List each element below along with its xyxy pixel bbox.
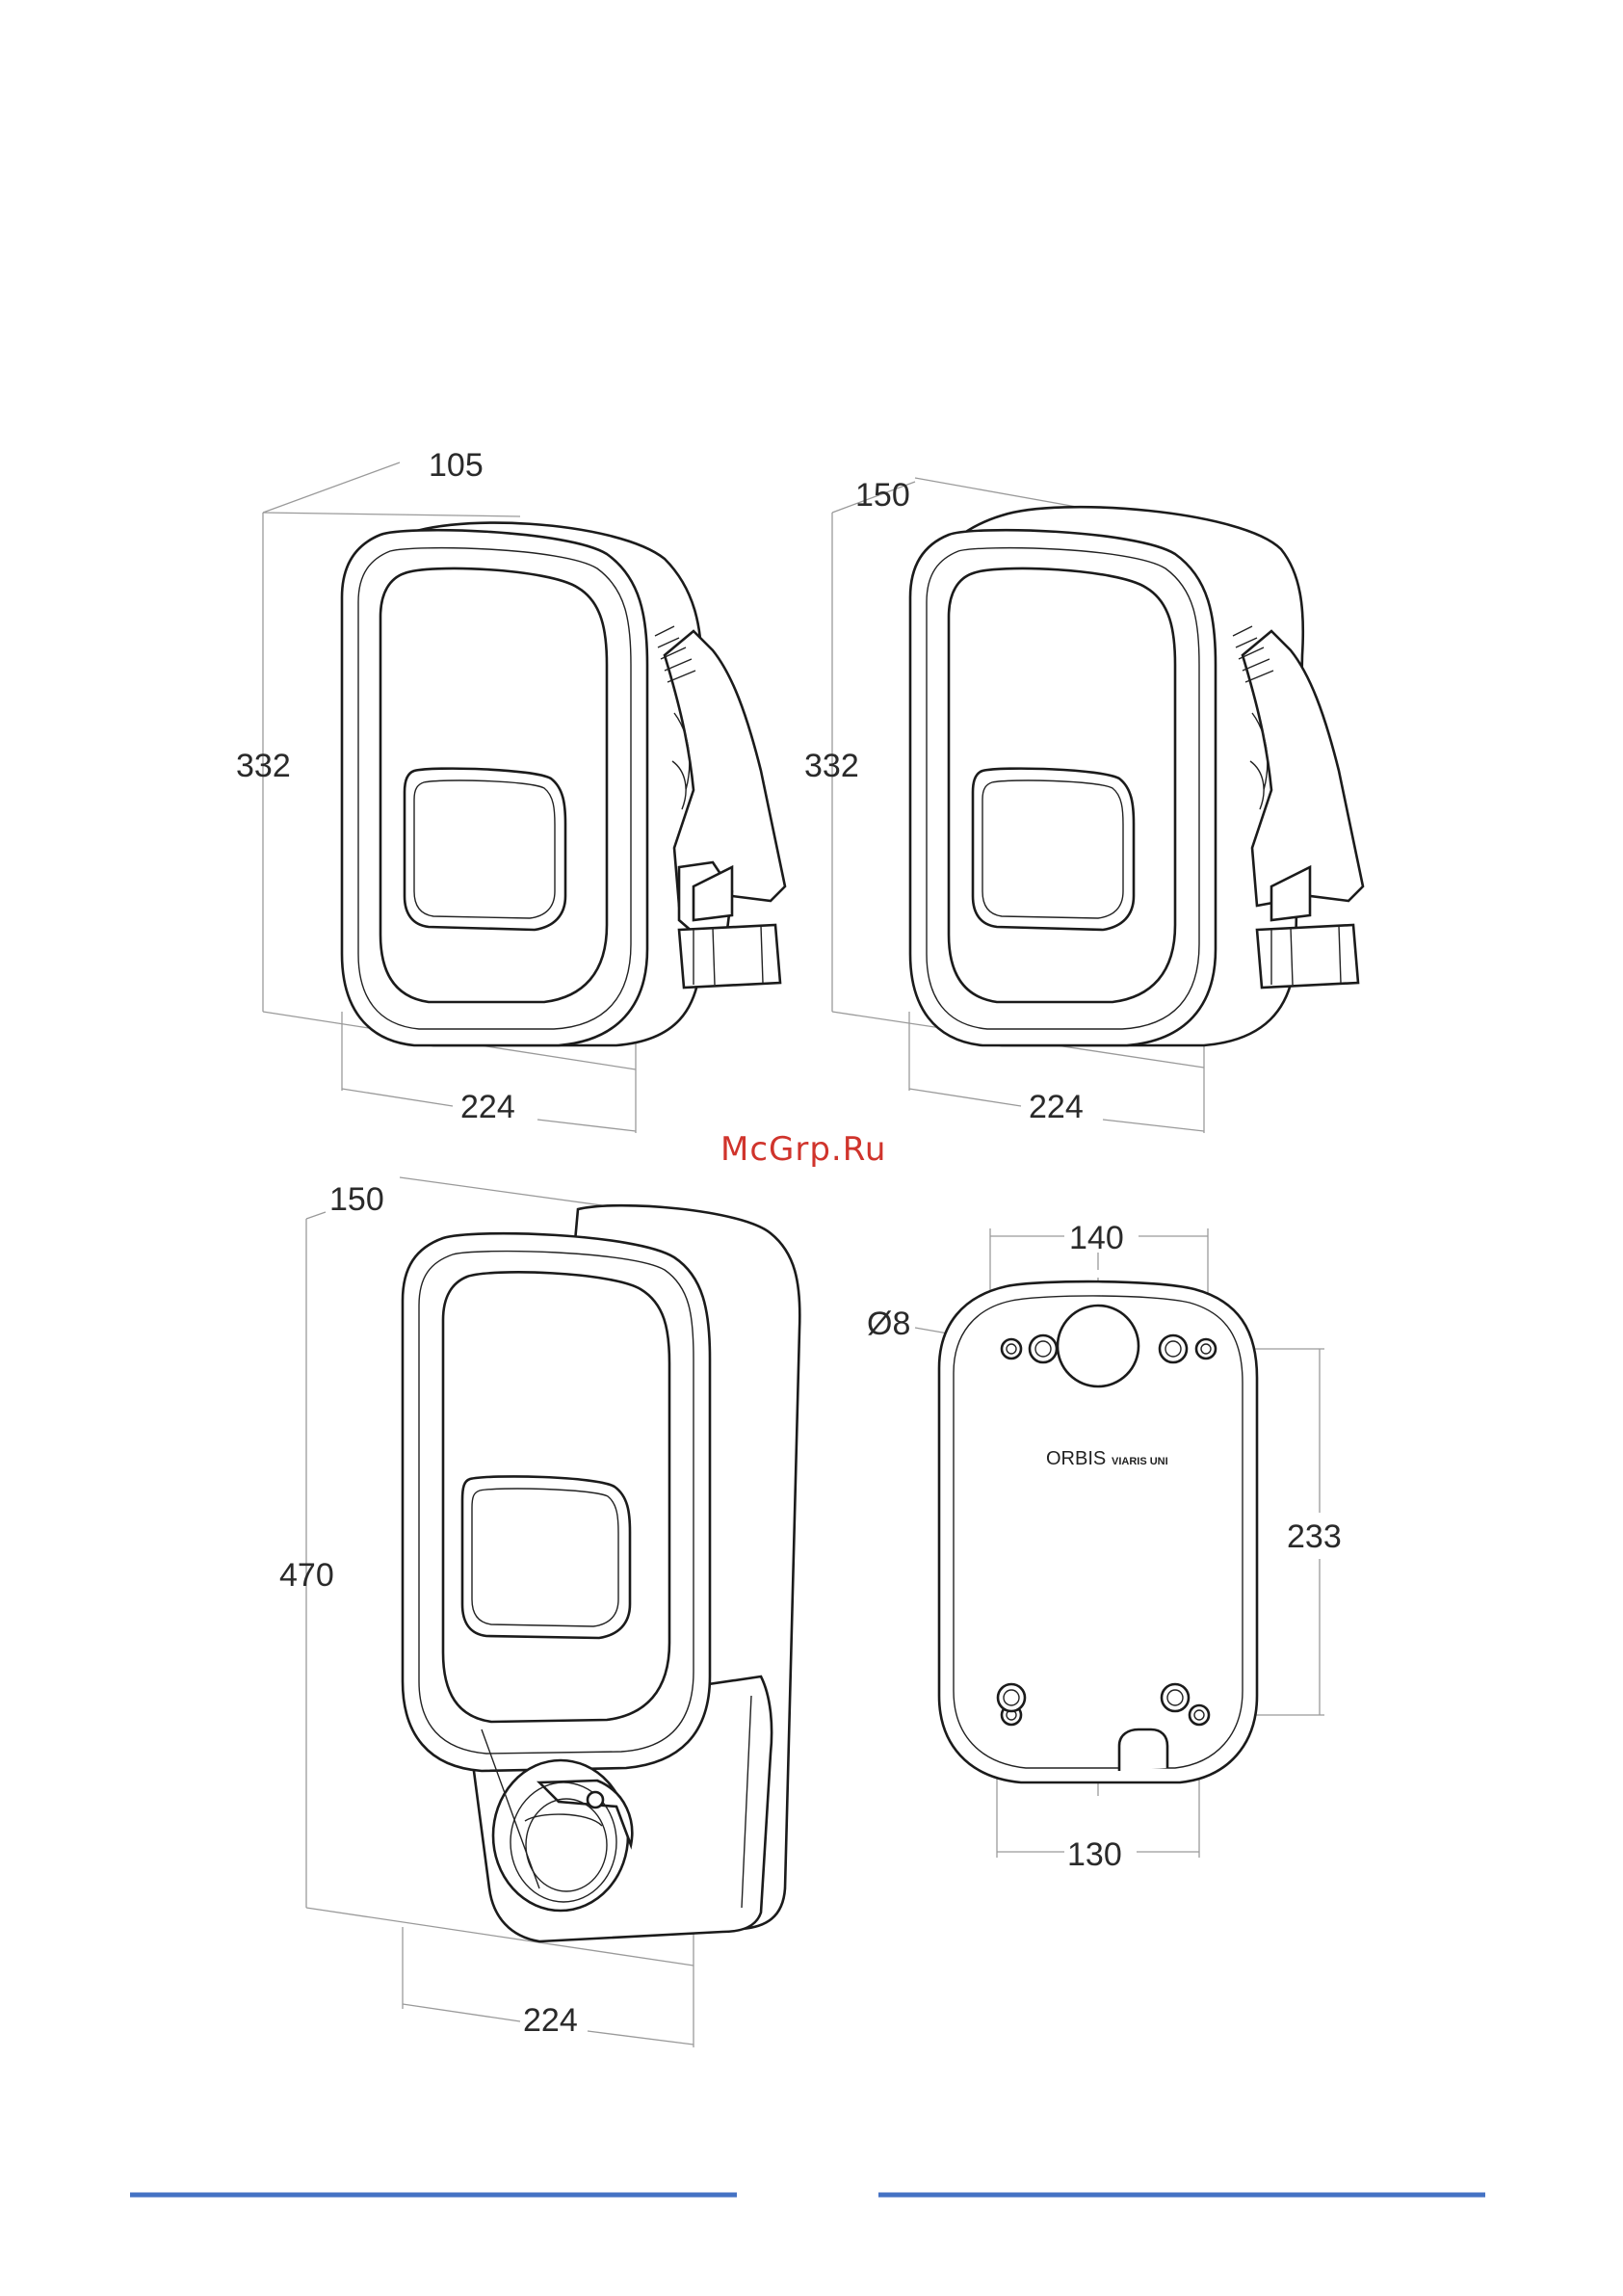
view-top-right: 150 332 224	[804, 477, 1363, 1133]
display-window	[973, 769, 1134, 930]
display-window	[462, 1476, 630, 1638]
display-window	[405, 769, 565, 930]
cable-notch	[1119, 1729, 1167, 1771]
depth-label: 150	[329, 1181, 384, 1218]
depth-label: 150	[855, 477, 910, 514]
width-label: 224	[523, 2002, 578, 2039]
height-label: 332	[804, 748, 859, 784]
view-bottom-right: 140 Ø8 233 130 ORBIS VIARIS UNI	[867, 1220, 1342, 1873]
brand-model: VIARIS UNI	[1112, 1456, 1168, 1467]
hole-diameter-label: Ø8	[867, 1306, 910, 1342]
cable-entry-hole	[1058, 1306, 1139, 1386]
height-label: 332	[236, 748, 291, 784]
width-label: 224	[1029, 1089, 1084, 1125]
watermark: McGrp.Ru	[720, 1130, 886, 1169]
brand-logo: ORBIS	[1046, 1448, 1106, 1469]
vertical-label: 233	[1287, 1518, 1342, 1555]
view-top-left: 105 332 224	[236, 447, 785, 1133]
top-width-label: 140	[1069, 1220, 1124, 1256]
bottom-width-label: 130	[1067, 1836, 1122, 1873]
depth-label: 105	[429, 447, 484, 484]
view-bottom-left: 150 470 224	[279, 1177, 799, 2047]
height-label: 470	[279, 1557, 334, 1594]
width-label: 224	[460, 1089, 515, 1125]
